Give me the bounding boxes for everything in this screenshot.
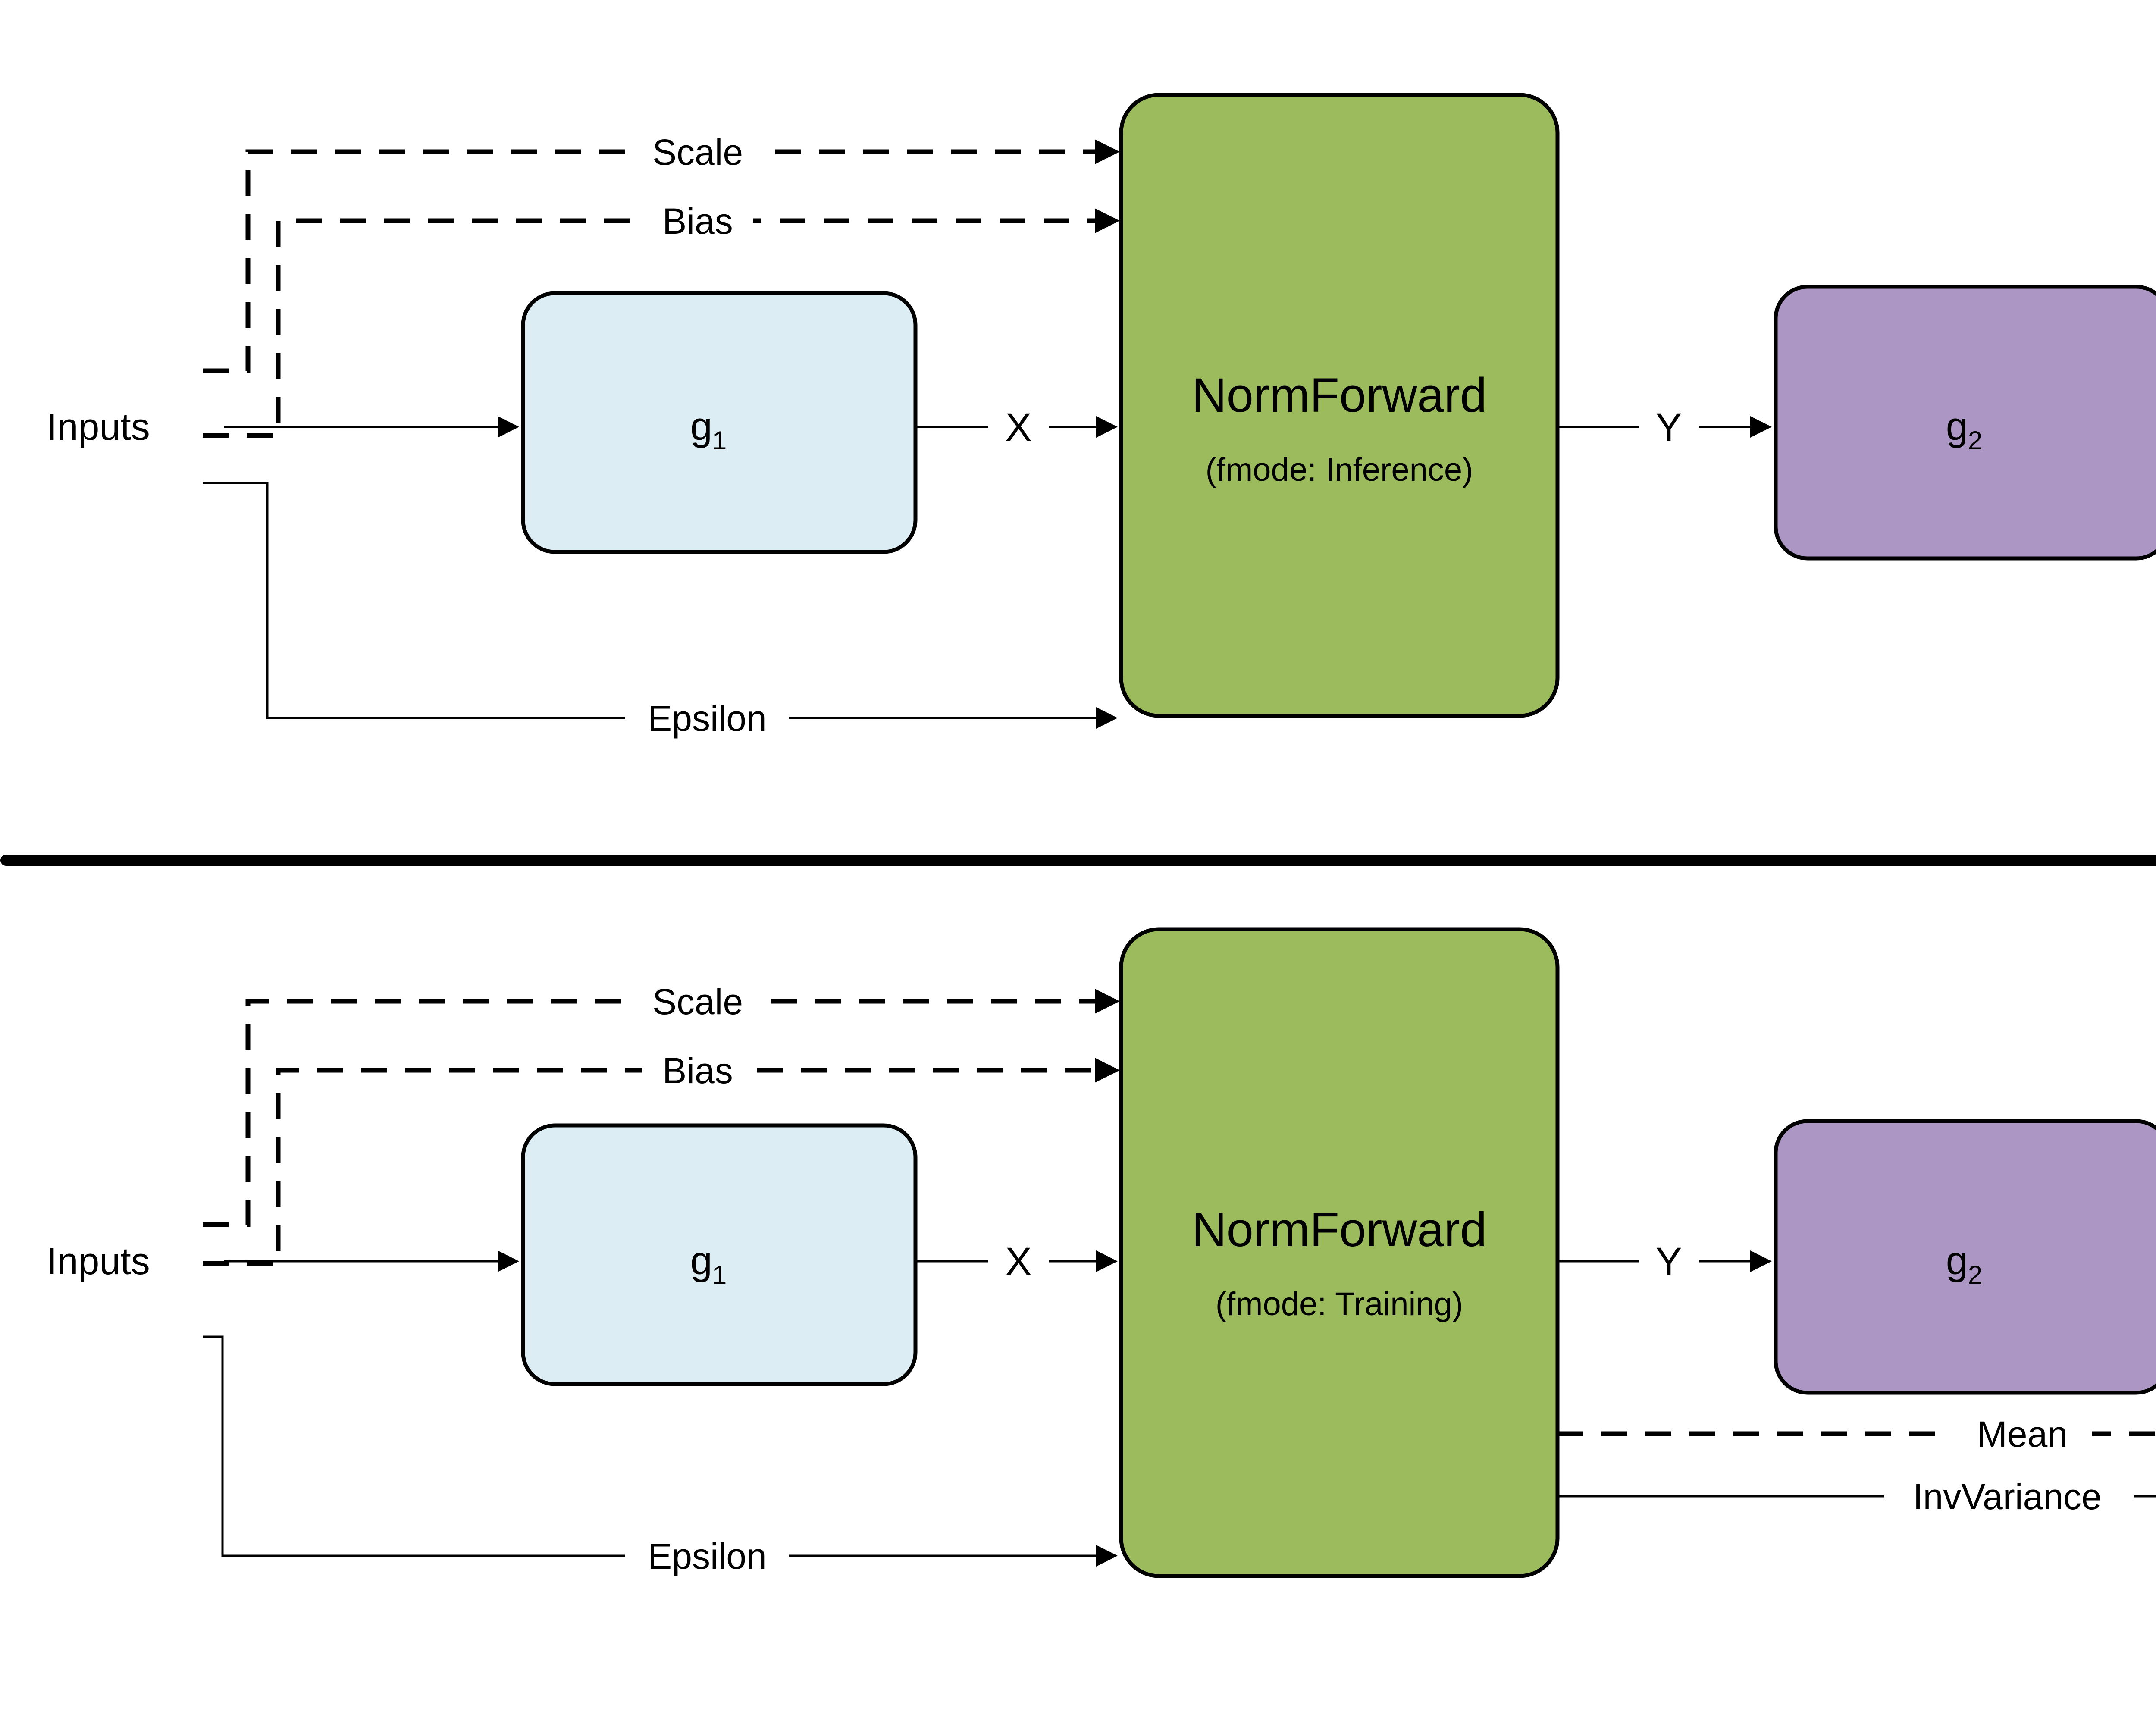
node-normforward-training[interactable] — [1119, 927, 1560, 1578]
bias-label-training: Bias — [662, 1050, 733, 1091]
g1-label-training: g1 — [690, 1239, 727, 1289]
x-label-training: X — [1005, 1240, 1031, 1284]
epsilon-label-inference: Epsilon — [648, 698, 767, 739]
normforward-subtitle-inference: (fmode: Inference) — [1206, 451, 1473, 488]
node-g1-inference[interactable] — [521, 291, 918, 554]
inputs-label-training: Inputs — [47, 1240, 150, 1282]
mean-label-training: Mean — [1977, 1414, 2068, 1454]
edge-scale-inference — [203, 139, 1120, 373]
normforward-title-inference: NormForward — [1192, 368, 1487, 422]
scale-label-training: Scale — [652, 981, 743, 1022]
node-normforward-inference[interactable] — [1119, 93, 1560, 718]
invvariance-label-training: InvVariance — [1913, 1476, 2101, 1517]
normforward-subtitle-training: (fmode: Training) — [1216, 1286, 1463, 1322]
g1-label-inference: g1 — [690, 404, 727, 455]
inputs-label-inference: Inputs — [47, 405, 150, 448]
normforward-title-training: NormForward — [1192, 1203, 1487, 1257]
y-label-inference: Y — [1655, 405, 1682, 449]
g2-label-training: g2 — [1946, 1239, 1983, 1289]
scale-label-inference: Scale — [652, 132, 743, 172]
epsilon-label-training: Epsilon — [648, 1536, 767, 1576]
edge-scale-training — [203, 989, 1120, 1227]
y-label-training: Y — [1655, 1240, 1682, 1284]
bias-label-inference: Bias — [662, 201, 733, 241]
x-label-inference: X — [1005, 405, 1031, 449]
node-g2-training[interactable] — [1774, 1119, 2156, 1395]
panel-inference: NormForward (fmode: Inference) g1 g2 Inp… — [47, 93, 2156, 739]
g2-label-inference: g2 — [1946, 404, 1983, 455]
panel-training: NormForward (fmode: Training) g1 g2 Inpu… — [47, 927, 2156, 1578]
node-g2-inference[interactable] — [1774, 285, 2156, 561]
node-g1-training[interactable] — [521, 1123, 918, 1386]
